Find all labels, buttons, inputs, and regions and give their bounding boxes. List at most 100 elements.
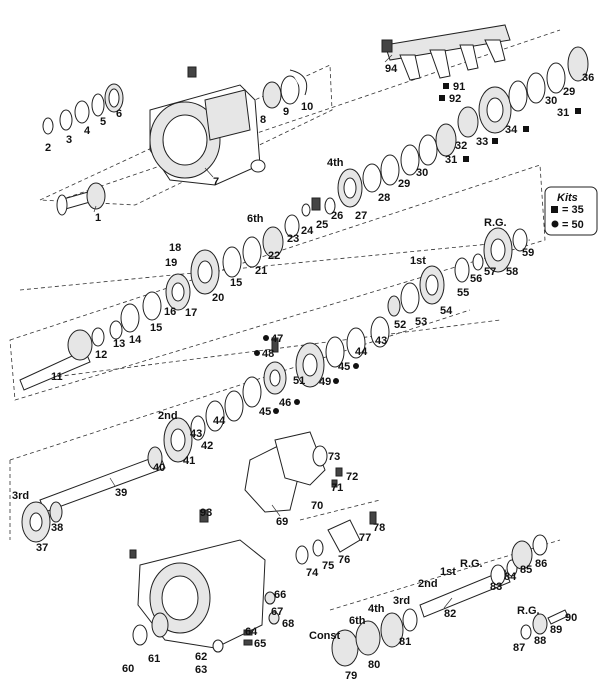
square-kit-marker-31a (575, 108, 581, 114)
shift-rail-assembly (381, 24, 511, 81)
callout-19: 19 (165, 257, 177, 269)
callout-83: 83 (490, 581, 502, 593)
word-const: Const (309, 630, 341, 642)
main-housing (149, 66, 266, 186)
callout-67: 67 (271, 606, 283, 618)
callout-38: 38 (51, 522, 63, 534)
callout-73: 73 (328, 451, 340, 463)
callout-21: 21 (255, 265, 267, 277)
word-rg-low: R.G. (517, 605, 540, 617)
callout-43b: 43 (375, 335, 387, 347)
callout-87: 87 (513, 642, 525, 654)
callout-4: 4 (84, 125, 91, 137)
callout-56: 56 (470, 273, 482, 285)
callout-91: 91 (453, 81, 465, 93)
callout-17: 17 (185, 307, 197, 319)
rear-cover-group (244, 431, 377, 565)
callout-70: 70 (311, 500, 323, 512)
callout-29b: 29 (563, 86, 575, 98)
callout-11: 11 (51, 371, 63, 383)
callout-5: 5 (100, 116, 106, 128)
callout-23: 23 (287, 233, 299, 245)
callout-18: 18 (169, 242, 181, 254)
word-rg-right: R.G. (484, 217, 507, 229)
square-kit-marker-31b (463, 156, 469, 162)
callout-42: 42 (201, 440, 213, 452)
square-kit-marker-92 (439, 95, 445, 101)
callout-6: 6 (116, 108, 122, 120)
callout-66: 66 (274, 589, 286, 601)
callout-68: 68 (282, 618, 294, 630)
word-1st: 1st (410, 255, 426, 267)
callout-85: 85 (520, 564, 532, 576)
circle-kit-marker-49 (333, 378, 339, 384)
callout-41: 41 (183, 455, 195, 467)
square-kit-entry: = 35 (562, 204, 584, 216)
word-6th: 6th (247, 213, 264, 225)
callout-72: 72 (346, 471, 358, 483)
word-1st-low: 1st (440, 566, 456, 578)
circle-kit-entry: = 50 (562, 219, 584, 231)
callout-46: 46 (279, 397, 291, 409)
callout-30a: 30 (416, 167, 428, 179)
callout-65: 65 (254, 638, 266, 650)
callout-53: 53 (415, 316, 427, 328)
callout-60: 60 (122, 663, 134, 675)
callout-84: 84 (504, 571, 517, 583)
kits-title: Kits (557, 192, 578, 204)
callout-39: 39 (115, 487, 127, 499)
word-rg-mid: R.G. (460, 558, 483, 570)
callout-25: 25 (316, 219, 328, 231)
callout-24: 24 (301, 225, 314, 237)
word-2nd-low: 2nd (418, 578, 438, 590)
callout-88: 88 (534, 635, 546, 647)
leader-lines (93, 54, 453, 609)
callout-2: 2 (45, 142, 51, 154)
callout-31b: 31 (445, 154, 457, 166)
callout-9: 9 (283, 106, 289, 118)
input-shaft (19, 320, 123, 391)
callout-75: 75 (322, 560, 334, 572)
callout-45b: 45 (259, 406, 271, 418)
callout-93: 93 (200, 507, 212, 519)
callout-29a: 29 (398, 178, 410, 190)
square-kit-icon (551, 206, 558, 213)
callout-62: 62 (195, 651, 207, 663)
callout-71: 71 (331, 482, 343, 494)
assembly-guide-lines (9, 29, 561, 611)
word-4th: 4th (327, 157, 344, 169)
callout-3: 3 (66, 134, 72, 146)
word-2nd-upper: 2nd (158, 410, 178, 422)
callout-32: 32 (455, 140, 467, 152)
callout-27: 27 (355, 210, 367, 222)
square-kit-marker-33 (492, 138, 498, 144)
callout-47: 47 (271, 333, 283, 345)
circle-kit-marker-46 (294, 399, 300, 405)
callout-63: 63 (195, 664, 207, 676)
word-6th-low: 6th (349, 615, 366, 627)
word-3rd-upper: 3rd (12, 490, 29, 502)
callout-13: 13 (113, 338, 125, 350)
callout-28: 28 (378, 192, 390, 204)
callout-61: 61 (148, 653, 160, 665)
callout-82: 82 (444, 608, 456, 620)
upper-gear-stack (301, 46, 589, 217)
circle-kit-marker-47 (263, 335, 269, 341)
synchronizer-group (242, 316, 390, 408)
kit-markers (254, 83, 581, 414)
callout-74: 74 (306, 567, 319, 579)
word-4th-low: 4th (368, 603, 385, 615)
middle-gear-row (120, 214, 528, 333)
callout-43a: 43 (190, 428, 202, 440)
callout-15a: 15 (230, 277, 242, 289)
callout-57: 57 (484, 266, 496, 278)
callout-26: 26 (331, 210, 343, 222)
callout-33: 33 (476, 136, 488, 148)
callout-54: 54 (440, 305, 453, 317)
callout-45a: 45 (338, 361, 350, 373)
callout-79: 79 (345, 670, 357, 681)
callout-22: 22 (268, 250, 280, 262)
callout-10: 10 (301, 101, 313, 113)
callout-49: 49 (319, 376, 331, 388)
